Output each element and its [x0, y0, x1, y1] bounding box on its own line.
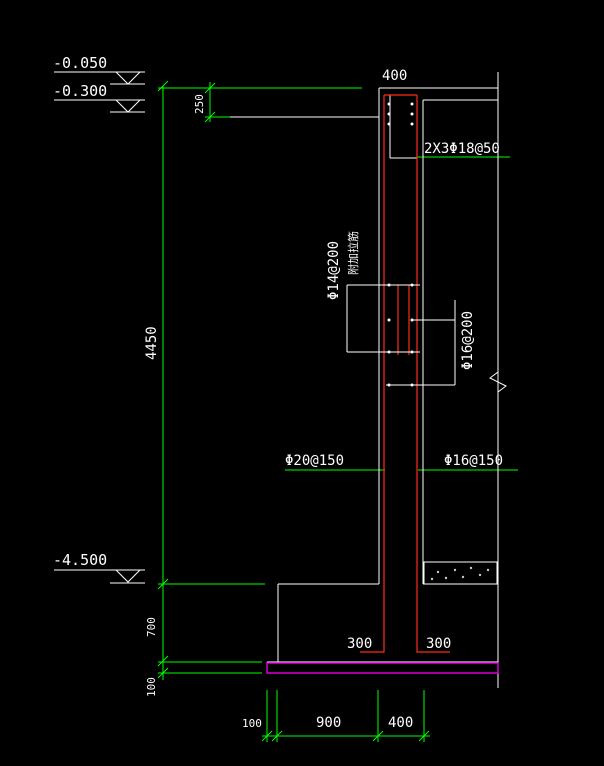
wall-outline: [230, 72, 507, 688]
bottom-slab: [266, 662, 499, 674]
level-top1-label: -0.050: [53, 54, 107, 72]
rebar-top-bars: 2X3Φ18@50: [424, 141, 500, 157]
rebar-vert-left: Φ20@150: [285, 453, 344, 469]
dim-wall-top-width: 400: [382, 68, 407, 84]
dim-cap-height: 250: [193, 94, 206, 114]
rebar-tie-note: 附加拉筋: [346, 231, 360, 275]
dim-wall-height: 4450: [144, 326, 160, 360]
rebar-lines: [360, 94, 450, 653]
level-top2-label: -0.300: [53, 82, 107, 100]
dim-bottom-right: 400: [388, 715, 413, 731]
dim-right-300: 300: [426, 636, 451, 652]
dim-slab-thickness: 100: [145, 677, 158, 697]
dim-bottom-mid: 900: [316, 715, 341, 731]
soil-fill: [423, 561, 498, 585]
dim-bottom-left: 100: [242, 717, 262, 730]
level-bottom-label: -4.500: [53, 551, 107, 569]
rebar-horiz-right: Φ16@200: [460, 311, 476, 370]
rebar-vert-right: Φ16@150: [444, 453, 503, 469]
dim-base-height: 700: [145, 617, 158, 637]
dim-left-300: 300: [347, 636, 372, 652]
level-marker-top: [54, 71, 145, 113]
rebar-tie-bars: Φ14@200: [326, 241, 342, 300]
tie-leaders: [346, 284, 456, 386]
level-marker-bottom: [54, 569, 145, 584]
dimension-lines: [157, 80, 518, 742]
